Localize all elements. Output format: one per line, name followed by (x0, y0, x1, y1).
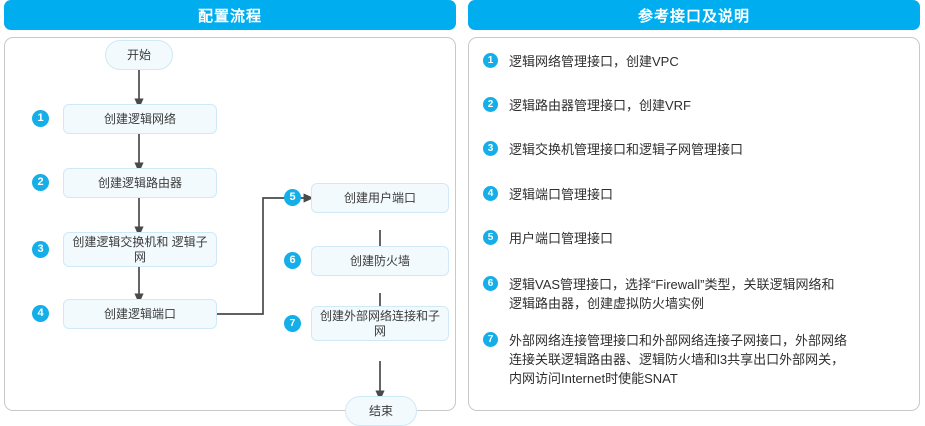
flow-node-start: 开始 (105, 40, 173, 70)
flow-step-badge-5: 5 (284, 189, 301, 206)
note-badge-2: 2 (483, 97, 498, 112)
note-text-7: 外部网络连接管理接口和外部网络连接子网接口，外部网络 连接关联逻辑路由器、逻辑防… (509, 333, 848, 386)
flow-node-create-logical-network: 创建逻辑网络 (63, 104, 217, 134)
flow-node-create-user-port: 创建用户端口 (311, 183, 449, 213)
flowchart-connectors (134, 70, 385, 401)
flow-step-badge-2: 2 (32, 174, 49, 191)
reference-api-list: 1 逻辑网络管理接口，创建VPC 2 逻辑路由器管理接口，创建VRF 3 逻辑交… (468, 37, 920, 411)
list-item: 6 逻辑VAS管理接口，选择“Firewall”类型，关联逻辑网络和 逻辑路由器… (483, 275, 909, 313)
list-item: 1 逻辑网络管理接口，创建VPC (483, 52, 909, 71)
flow-node-create-logical-switch-and-subnet: 创建逻辑交换机和 逻辑子网 (63, 232, 217, 267)
flow-node-create-external-network-connection-and-subnet: 创建外部网络连接和子网 (311, 306, 449, 341)
flow-node-create-firewall: 创建防火墙 (311, 246, 449, 276)
configuration-flow-header: 配置流程 (4, 0, 456, 30)
note-badge-5: 5 (483, 230, 498, 245)
flow-step-badge-4: 4 (32, 305, 49, 322)
note-badge-1: 1 (483, 53, 498, 68)
list-item: 5 用户端口管理接口 (483, 229, 909, 248)
note-text-3: 逻辑交换机管理接口和逻辑子网管理接口 (509, 142, 744, 157)
note-text-4: 逻辑端口管理接口 (509, 187, 614, 202)
note-text-5: 用户端口管理接口 (509, 231, 614, 246)
flow-step-badge-6: 6 (284, 252, 301, 269)
configuration-flow-panel: 配置流程 (4, 0, 456, 426)
list-item: 4 逻辑端口管理接口 (483, 185, 909, 204)
reference-api-header: 参考接口及说明 (468, 0, 920, 30)
reference-api-panel: 参考接口及说明 1 逻辑网络管理接口，创建VPC 2 逻辑路由器管理接口，创建V… (468, 0, 920, 411)
list-item: 3 逻辑交换机管理接口和逻辑子网管理接口 (483, 140, 909, 159)
note-text-2: 逻辑路由器管理接口，创建VRF (509, 98, 692, 113)
flowchart-container: 开始 1 创建逻辑网络 2 创建逻辑路由器 3 创建逻辑交换机和 逻辑子网 4 … (4, 37, 456, 426)
note-badge-6: 6 (483, 276, 498, 291)
flow-step-badge-1: 1 (32, 110, 49, 127)
list-item: 2 逻辑路由器管理接口，创建VRF (483, 96, 909, 115)
flow-node-create-logical-router: 创建逻辑路由器 (63, 168, 217, 198)
flow-node-end: 结束 (345, 396, 417, 426)
note-badge-3: 3 (483, 141, 498, 156)
note-badge-7: 7 (483, 332, 498, 347)
flow-step-badge-3: 3 (32, 241, 49, 258)
flow-step-badge-7: 7 (284, 315, 301, 332)
note-badge-4: 4 (483, 186, 498, 201)
list-item: 7 外部网络连接管理接口和外部网络连接子网接口，外部网络 连接关联逻辑路由器、逻… (483, 331, 909, 388)
note-text-6: 逻辑VAS管理接口，选择“Firewall”类型，关联逻辑网络和 逻辑路由器，创… (509, 277, 835, 311)
note-text-1: 逻辑网络管理接口，创建VPC (509, 54, 679, 69)
flow-node-create-logical-port: 创建逻辑端口 (63, 299, 217, 329)
flowchart-canvas: 开始 1 创建逻辑网络 2 创建逻辑路由器 3 创建逻辑交换机和 逻辑子网 4 … (5, 38, 455, 426)
